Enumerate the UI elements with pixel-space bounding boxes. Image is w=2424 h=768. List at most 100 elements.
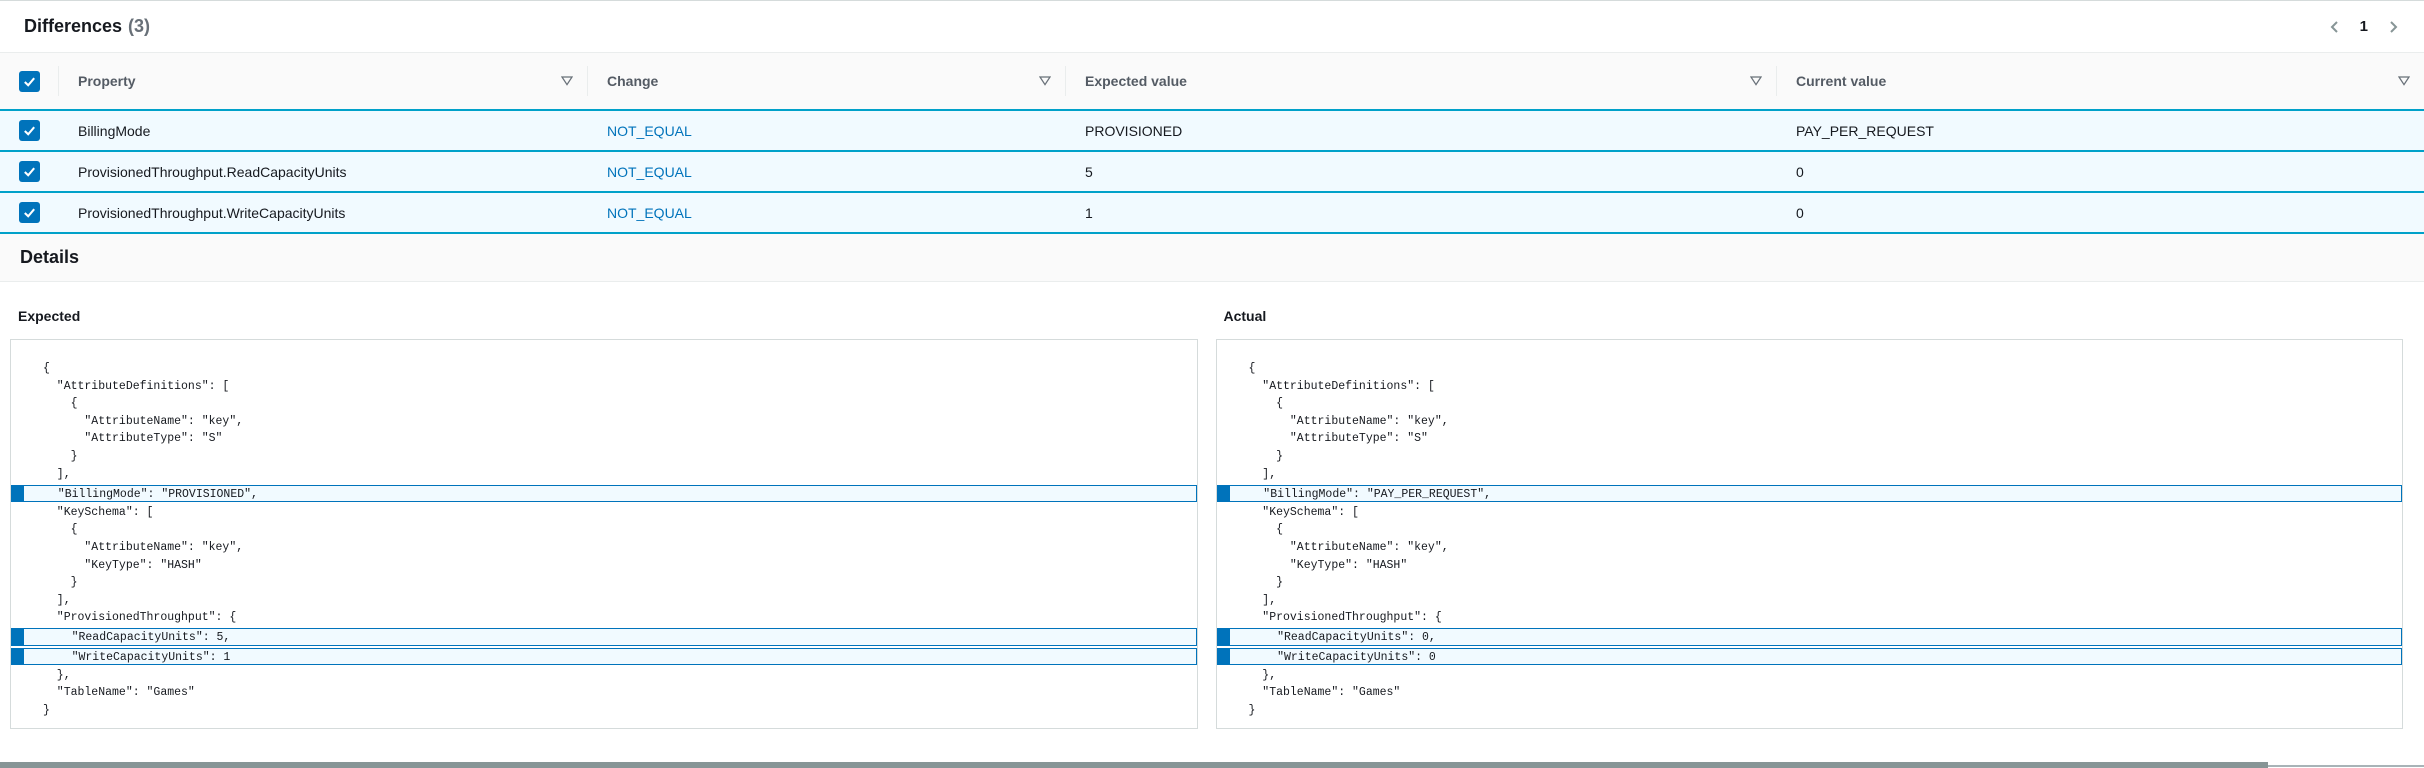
cell-current-value: 0 xyxy=(1796,204,1804,221)
details-header: Details xyxy=(0,234,2424,282)
cell-property: BillingMode xyxy=(78,122,151,139)
pagination: 1 xyxy=(2326,18,2402,36)
actual-json-panel[interactable]: { "AttributeDefinitions": [ { "Attribute… xyxy=(1215,339,2403,729)
code-line: "KeySchema": [ xyxy=(1248,505,1359,519)
row-checkbox-cell xyxy=(0,161,58,182)
filter-triangle-icon[interactable] xyxy=(561,76,573,86)
select-all-cell xyxy=(0,70,58,92)
code-line: ], xyxy=(1248,467,1277,481)
check-icon xyxy=(23,167,35,177)
cell-change-link[interactable]: NOT_EQUAL xyxy=(607,122,692,139)
table-row[interactable]: ProvisionedThroughput.WriteCapacityUnits… xyxy=(0,191,2424,234)
previous-page-button[interactable] xyxy=(2326,18,2344,36)
code-line: } xyxy=(43,449,78,463)
json-code: { "AttributeDefinitions": [ { "Attribute… xyxy=(1216,360,2402,719)
expected-label: Expected xyxy=(18,308,81,324)
code-line: { xyxy=(1248,523,1284,537)
diff-highlight-line: "ReadCapacityUnits": 0, xyxy=(1216,628,2402,646)
code-line: { xyxy=(43,397,78,411)
code-line: "AttributeName": "key", xyxy=(1248,414,1449,428)
column-header-label: Property xyxy=(78,73,136,89)
code-line: "AttributeName": "key", xyxy=(43,414,244,428)
cell-property: ProvisionedThroughput.ReadCapacityUnits xyxy=(78,163,347,180)
cell-property: ProvisionedThroughput.WriteCapacityUnits xyxy=(78,204,346,221)
filter-triangle-icon[interactable] xyxy=(1750,76,1762,86)
details-body: Expected { "AttributeDefinitions": [ { "… xyxy=(0,282,2424,729)
column-header-current-value[interactable]: Current value xyxy=(1776,53,2424,109)
row-checkbox-cell xyxy=(0,120,58,141)
code-line: ], xyxy=(43,593,71,607)
differences-count: (3) xyxy=(128,16,151,36)
cell-expected-value: 5 xyxy=(1085,163,1093,180)
code-line: "KeyType": "HASH" xyxy=(1248,558,1408,572)
code-line: { xyxy=(43,523,78,537)
cell-expected-value: PROVISIONED xyxy=(1085,122,1183,139)
cell-change-link[interactable]: NOT_EQUAL xyxy=(607,163,692,180)
row-checkbox[interactable] xyxy=(18,120,40,141)
code-line: "AttributeDefinitions": [ xyxy=(43,379,230,393)
current-page-button[interactable]: 1 xyxy=(2359,18,2368,35)
code-line: "KeySchema": [ xyxy=(43,505,154,519)
code-line: } xyxy=(1248,703,1256,717)
diff-highlight-line: "BillingMode": "PROVISIONED", xyxy=(11,484,1197,503)
table-row[interactable]: ProvisionedThroughput.ReadCapacityUnits N… xyxy=(0,150,2424,191)
actual-panel-column: Actual { "AttributeDefinitions": [ { "At… xyxy=(1215,308,2403,729)
code-line: } xyxy=(43,703,50,717)
code-line: "TableName": "Games" xyxy=(43,686,195,700)
code-line: "AttributeDefinitions": [ xyxy=(1248,379,1435,393)
chevron-left-icon xyxy=(2330,20,2338,33)
diff-highlight-line: "ReadCapacityUnits": 5, xyxy=(11,628,1197,646)
column-header-label: Current value xyxy=(1796,73,1887,89)
expected-panel-column: Expected { "AttributeDefinitions": [ { "… xyxy=(10,308,1198,729)
code-line: ], xyxy=(1248,593,1277,607)
cell-current-value: PAY_PER_REQUEST xyxy=(1796,122,1934,139)
code-line: "KeyType": "HASH" xyxy=(43,558,202,572)
column-header-label: Change xyxy=(607,73,659,89)
cell-change-link[interactable]: NOT_EQUAL xyxy=(607,204,692,221)
diff-highlight-line: "WriteCapacityUnits": 1 xyxy=(11,647,1197,666)
code-line: } xyxy=(1248,449,1284,463)
column-header-expected-value[interactable]: Expected value xyxy=(1065,53,1776,109)
actual-label: Actual xyxy=(1223,308,1267,324)
select-all-checkbox[interactable] xyxy=(18,70,40,92)
horizontal-scrollbar-thumb[interactable] xyxy=(0,762,2268,768)
differences-header: Differences(3) 1 xyxy=(0,1,2424,53)
check-icon xyxy=(23,208,35,218)
diff-highlight-line: "WriteCapacityUnits": 0 xyxy=(1216,647,2402,666)
check-icon xyxy=(23,126,35,136)
json-code: { "AttributeDefinitions": [ { "Attribute… xyxy=(11,360,1197,719)
table-row[interactable]: BillingMode NOT_EQUAL PROVISIONED PAY_PER_R… xyxy=(0,109,2424,150)
diff-highlight-line: "BillingMode": "PAY_PER_REQUEST", xyxy=(1216,484,2402,503)
expected-json-panel[interactable]: { "AttributeDefinitions": [ { "Attribute… xyxy=(10,339,1198,729)
code-line: "TableName": "Games" xyxy=(1248,686,1401,700)
code-line: }, xyxy=(43,668,71,682)
code-line: { xyxy=(1248,397,1284,411)
code-line: "AttributeName": "key", xyxy=(1248,540,1449,554)
row-checkbox[interactable] xyxy=(18,202,40,223)
column-header-property[interactable]: Property xyxy=(58,53,587,109)
code-line: } xyxy=(1248,576,1284,590)
row-checkbox[interactable] xyxy=(18,161,40,182)
filter-triangle-icon[interactable] xyxy=(2398,76,2410,86)
column-header-label: Expected value xyxy=(1085,73,1187,89)
code-line: "ProvisionedThroughput": { xyxy=(43,611,237,625)
row-checkbox-cell xyxy=(0,202,58,223)
column-header-change[interactable]: Change xyxy=(587,53,1065,109)
code-line: }, xyxy=(1248,668,1277,682)
filter-triangle-icon[interactable] xyxy=(1039,76,1051,86)
next-page-button[interactable] xyxy=(2384,18,2402,36)
differences-title: Differences(3) xyxy=(24,16,150,37)
check-icon xyxy=(23,77,35,87)
code-line: "AttributeType": "S" xyxy=(1248,432,1428,446)
cell-expected-value: 1 xyxy=(1085,204,1093,221)
code-line: "AttributeName": "key", xyxy=(43,540,244,554)
differences-title-text: Differences xyxy=(24,16,123,36)
code-line: ], xyxy=(43,467,71,481)
code-line: } xyxy=(43,576,78,590)
code-line: { xyxy=(1248,362,1256,375)
cell-current-value: 0 xyxy=(1796,163,1804,180)
code-line: "ProvisionedThroughput": { xyxy=(1248,611,1442,625)
table-header-row: Property Change Expected value Current v… xyxy=(0,53,2424,109)
chevron-right-icon xyxy=(2390,20,2398,33)
